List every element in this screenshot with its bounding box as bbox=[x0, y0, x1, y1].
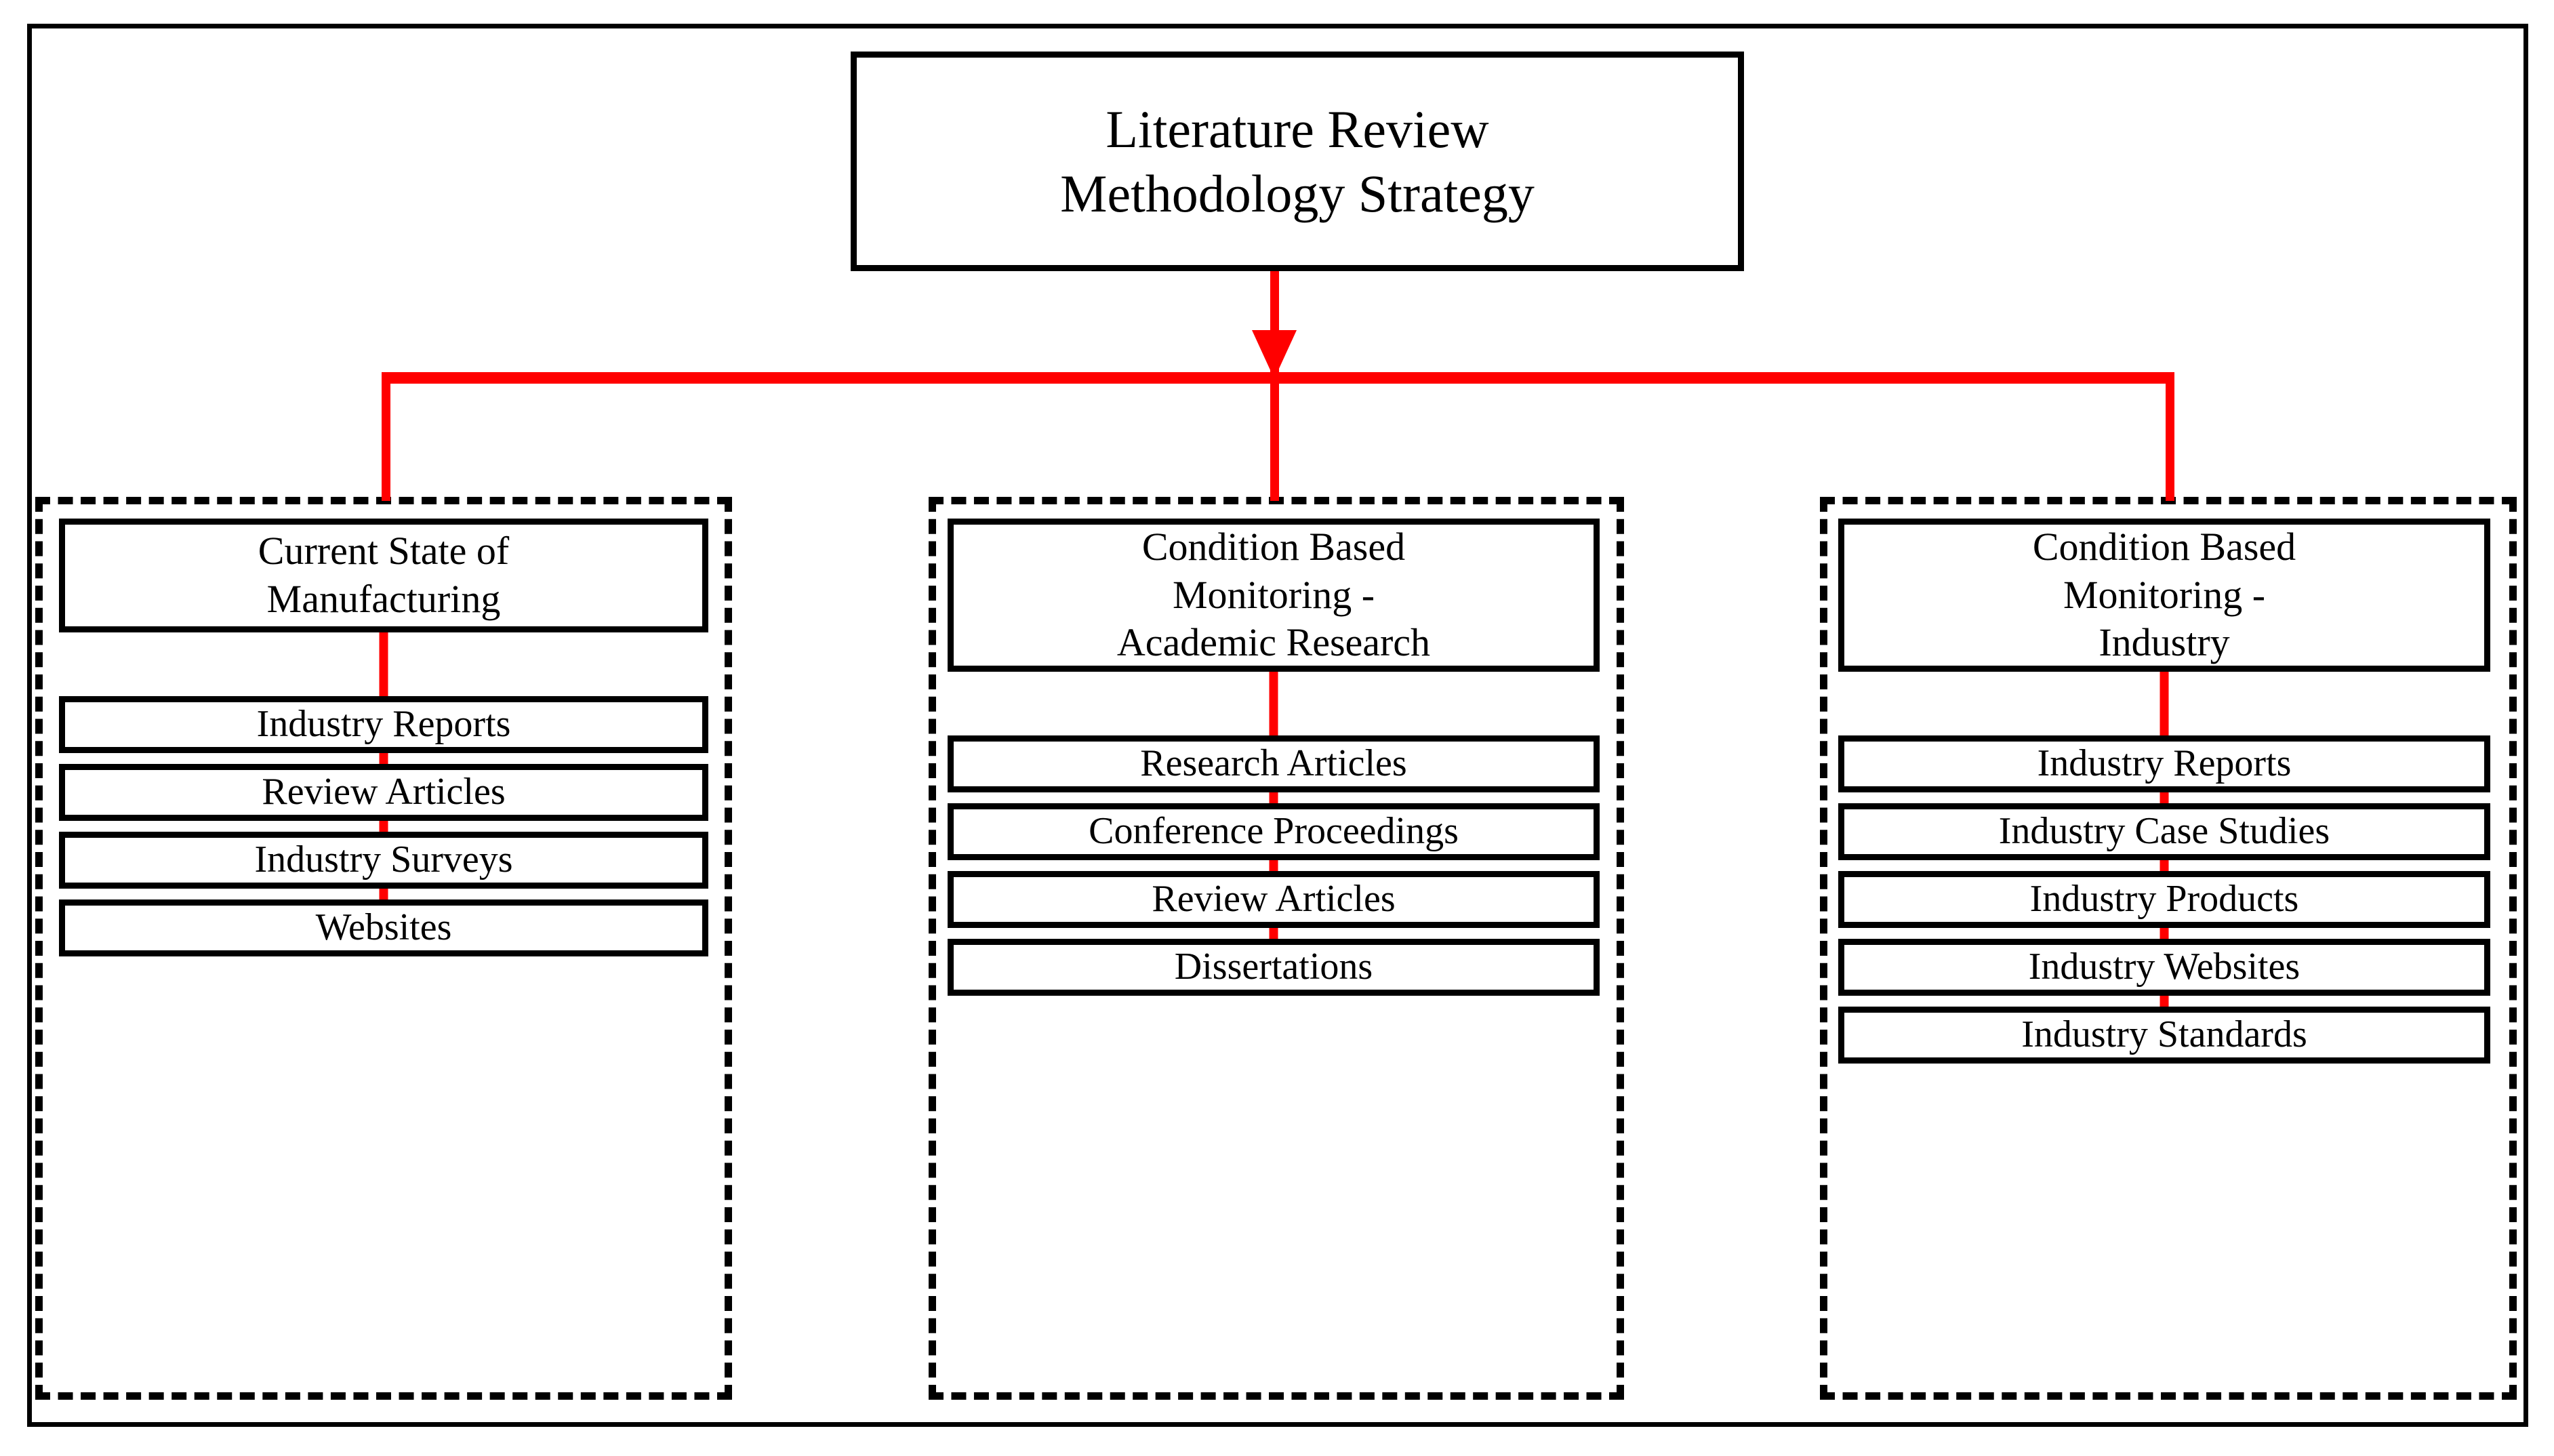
branch-header-condition-based-monitoring-industry[interactable]: Condition Based Monitoring - Industry bbox=[1838, 519, 2490, 672]
connector-vertical-link bbox=[1269, 669, 1278, 738]
connector-gap bbox=[1838, 993, 2490, 1009]
connector-vertical-link bbox=[379, 630, 388, 699]
connector-vertical-link bbox=[2160, 925, 2169, 942]
branch-item-websites[interactable]: Websites bbox=[59, 899, 708, 956]
branch-item-industry-reports[interactable]: Industry Reports bbox=[59, 696, 708, 753]
branch-item-industry-products[interactable]: Industry Products bbox=[1838, 871, 2490, 928]
branch-item-industry-standards[interactable]: Industry Standards bbox=[1838, 1007, 2490, 1064]
connector-gap bbox=[1838, 925, 2490, 942]
branch-item-review-articles[interactable]: Review Articles bbox=[59, 764, 708, 821]
branch-item-dissertations[interactable]: Dissertations bbox=[948, 939, 1600, 996]
connector-vertical-link bbox=[1269, 857, 1278, 874]
branch-item-research-articles[interactable]: Research Articles bbox=[948, 735, 1600, 792]
connector-vertical-link bbox=[379, 886, 388, 902]
connector-gap bbox=[948, 925, 1600, 942]
root-node-literature-review-methodology-strategy[interactable]: Literature Review Methodology Strategy bbox=[851, 52, 1744, 271]
connector-branch-middle bbox=[1270, 372, 1279, 501]
branch-column-condition-based-monitoring-industry: Condition Based Monitoring - Industry In… bbox=[1838, 519, 2490, 1064]
connector-gap bbox=[59, 750, 708, 767]
connector-vertical-link bbox=[1269, 790, 1278, 806]
connector-gap bbox=[59, 886, 708, 902]
connector-gap bbox=[1838, 790, 2490, 806]
connector-arrowhead-icon bbox=[1252, 330, 1297, 379]
connector-gap bbox=[948, 669, 1600, 738]
connector-vertical-link bbox=[1269, 925, 1278, 942]
connector-gap bbox=[948, 857, 1600, 874]
branch-header-current-state-of-manufacturing[interactable]: Current State of Manufacturing bbox=[59, 519, 708, 632]
connector-gap bbox=[59, 818, 708, 834]
connector-vertical-link bbox=[2160, 857, 2169, 874]
connector-gap bbox=[948, 790, 1600, 806]
branch-item-industry-websites[interactable]: Industry Websites bbox=[1838, 939, 2490, 996]
connector-vertical-link bbox=[379, 750, 388, 767]
connector-branch-right bbox=[2166, 372, 2174, 501]
connector-vertical-link bbox=[2160, 669, 2169, 738]
branch-item-industry-reports[interactable]: Industry Reports bbox=[1838, 735, 2490, 792]
connector-gap bbox=[1838, 669, 2490, 738]
branch-item-industry-surveys[interactable]: Industry Surveys bbox=[59, 832, 708, 889]
connector-gap bbox=[59, 630, 708, 699]
branch-column-condition-based-monitoring-academic-research: Condition Based Monitoring - Academic Re… bbox=[948, 519, 1600, 996]
branch-column-current-state-of-manufacturing: Current State of Manufacturing Industry … bbox=[59, 519, 708, 956]
connector-gap bbox=[1838, 857, 2490, 874]
root-node-label: Literature Review Methodology Strategy bbox=[1060, 99, 1535, 223]
branch-header-condition-based-monitoring-academic-research[interactable]: Condition Based Monitoring - Academic Re… bbox=[948, 519, 1600, 672]
branch-item-review-articles[interactable]: Review Articles bbox=[948, 871, 1600, 928]
connector-vertical-link bbox=[379, 818, 388, 834]
connector-vertical-link bbox=[2160, 993, 2169, 1009]
branch-item-conference-proceedings[interactable]: Conference Proceedings bbox=[948, 803, 1600, 860]
branch-item-industry-case-studies[interactable]: Industry Case Studies bbox=[1838, 803, 2490, 860]
connector-vertical-link bbox=[2160, 790, 2169, 806]
connector-branch-left bbox=[382, 372, 390, 501]
